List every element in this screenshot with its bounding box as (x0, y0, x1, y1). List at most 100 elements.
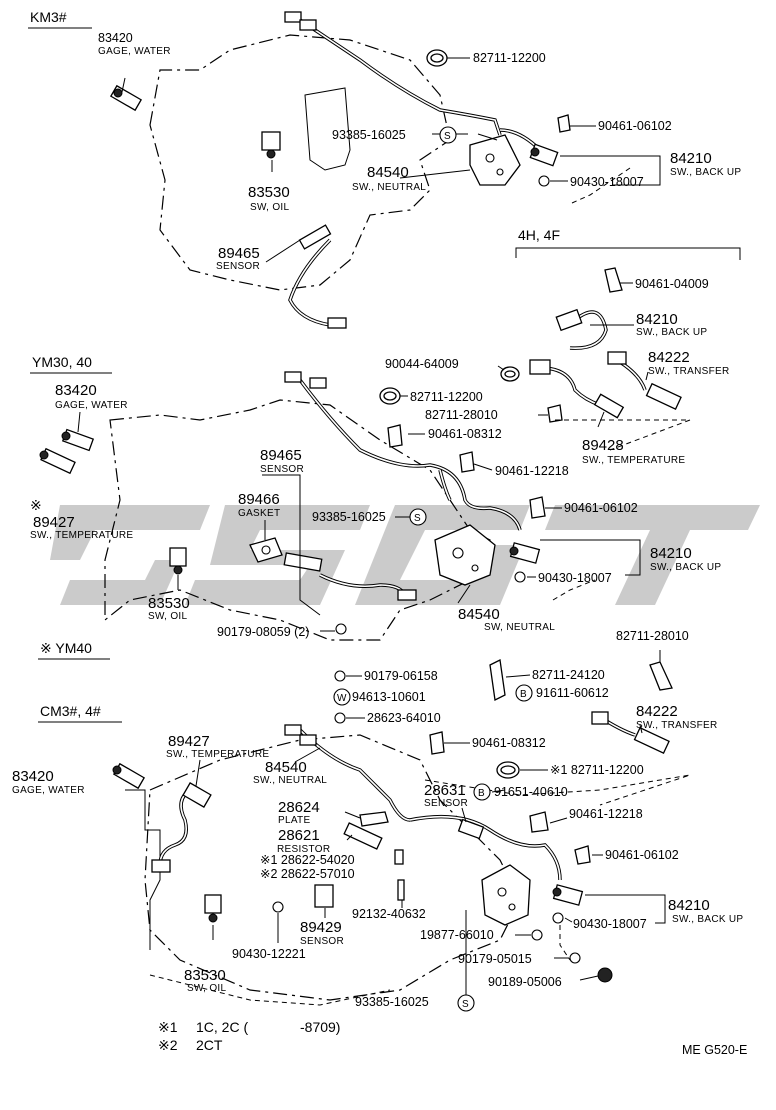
svg-text:SW, NEUTRAL: SW, NEUTRAL (484, 622, 555, 633)
svg-text:SW., TEMPERATURE: SW., TEMPERATURE (582, 455, 685, 466)
label-90430-18007-ym: 90430-18007 (538, 571, 612, 585)
label-89427-cm: 89427 (168, 733, 210, 750)
section-title-4h-4f: 4H, 4F (518, 227, 560, 243)
transfer-switch-84222-cm (633, 726, 670, 754)
section-title-km3: KM3# (30, 9, 67, 25)
label-84540-ym: 84540 (458, 606, 500, 623)
label-84540-km3: 84540 (367, 164, 409, 181)
label-90430-18007-cm: 90430-18007 (573, 917, 647, 931)
section-title-ym40: ※ YM40 (40, 640, 92, 656)
clamp-82711-km3 (426, 49, 448, 67)
transfer-switch-84222-4f (645, 382, 682, 410)
label-91651-40610: 91651-40610 (494, 785, 568, 799)
label-82711-28010-cm: 82711-28010 (616, 629, 689, 643)
label-28623-64010: 28623-64010 (367, 711, 441, 725)
oil-switch-83530-km3 (261, 131, 281, 159)
oil-switch-83530-ym (169, 547, 187, 575)
label-82711-12200-ym: 82711-12200 (410, 390, 483, 404)
connector-89428 (529, 359, 551, 375)
label-90461-12218-cm: 90461-12218 (569, 807, 643, 821)
label-83530-cm: 83530 (184, 967, 226, 984)
badge-s-ym (409, 508, 427, 526)
gasket-90430-km3 (538, 175, 550, 187)
label-83420-ym: 83420 (55, 382, 97, 399)
backup-switch-84210-cm (552, 884, 584, 906)
backup-switch-84210-km3 (529, 143, 559, 167)
label-93385-16025-ym: 93385-16025 (312, 510, 386, 524)
connector-cm-b (299, 734, 317, 746)
svg-text:S: S (462, 999, 469, 1010)
gasket-89466-ym (249, 537, 283, 563)
badge-s-km3 (439, 126, 457, 144)
engine-outline-km3 (149, 34, 451, 291)
figure-code: ME G520-E (682, 1043, 747, 1057)
sensor-28631 (457, 818, 485, 840)
label-84222-cm: 84222 (636, 703, 678, 720)
label-89429: 89429 (300, 919, 342, 936)
clip-90461-04009 (604, 267, 623, 293)
svg-text:SW, OIL: SW, OIL (250, 202, 289, 213)
water-gage-83420-ym (61, 428, 95, 452)
connector-ym-b (309, 377, 327, 389)
label-89465-ym: 89465 (260, 447, 302, 464)
label-83420-cm: 83420 (12, 768, 54, 785)
label-89428: 89428 (582, 437, 624, 454)
section-cm3-4: CM3#, 4# (12, 629, 743, 1012)
svg-text:SW., BACK UP: SW., BACK UP (672, 914, 743, 925)
svg-text:GAGE, WATER: GAGE, WATER (12, 785, 85, 796)
cap-90189-05006 (597, 967, 613, 983)
washer-28623-64010 (334, 712, 346, 724)
label-28624: 28624 (278, 799, 320, 816)
clip-19877-66010 (531, 929, 543, 941)
watermark-logo (50, 505, 760, 605)
connector-84222-cm (591, 711, 609, 725)
svg-text:SW., TEMPERATURE: SW., TEMPERATURE (166, 749, 269, 760)
label-93385-16025-cm: 93385-16025 (355, 995, 429, 1009)
clip-90461-06102-ym (529, 496, 546, 519)
svg-text:SW., BACK UP: SW., BACK UP (636, 327, 707, 338)
label-19877-66010: 19877-66010 (420, 928, 494, 942)
sensor-89465-ym (283, 552, 417, 601)
label-89427-ym: 89427 (33, 514, 75, 531)
label-82711-24120: 82711-24120 (532, 668, 605, 682)
svg-text:W: W (337, 693, 347, 704)
connector-4f (607, 351, 627, 365)
svg-text:GAGE, WATER: GAGE, WATER (98, 46, 171, 57)
label-91611-60612: 91611-60612 (536, 686, 609, 700)
sensor-89465-km3 (298, 224, 347, 329)
svg-text:SENSOR: SENSOR (260, 464, 304, 475)
svg-text:SW., BACK UP: SW., BACK UP (670, 167, 741, 178)
svg-text:SW., NEUTRAL: SW., NEUTRAL (352, 182, 426, 193)
clamp-82711-12200-cm (496, 761, 520, 779)
svg-text:GAGE, WATER: GAGE, WATER (55, 400, 128, 411)
engine-block-km3 (304, 87, 351, 171)
badge-b-91651 (473, 783, 491, 801)
plate-28624 (359, 811, 389, 827)
label-92132-40632: 92132-40632 (352, 907, 426, 921)
nut-90179-05015 (569, 952, 581, 964)
label-90461-06102-km3: 90461-06102 (598, 119, 672, 133)
label-90179-05015: 90179-05015 (458, 952, 532, 966)
neutral-switch-84540-ym (434, 524, 496, 586)
svg-text:PLATE: PLATE (278, 815, 310, 826)
svg-text:SENSOR: SENSOR (216, 261, 260, 272)
sensor-89429 (314, 884, 334, 908)
ym40-marker: ※ (30, 497, 42, 513)
svg-text:SENSOR: SENSOR (300, 936, 344, 947)
svg-text:S: S (444, 131, 451, 142)
water-gage-83420-cm (112, 762, 146, 790)
label-89466: 89466 (238, 491, 280, 508)
svg-text:GASKET: GASKET (238, 508, 280, 519)
bolt-92132-40632 (397, 879, 405, 901)
label-90461-08312-cm: 90461-08312 (472, 736, 546, 750)
footnote-1-mark: ※1 (158, 1019, 178, 1035)
clip-90461-06102-cm (574, 845, 591, 865)
section-title-cm3-4: CM3#, 4# (40, 703, 101, 719)
label-90461-08312-ym: 90461-08312 (428, 427, 502, 441)
label-84210-km3: 84210 (670, 150, 712, 167)
svg-text:SW, OIL: SW, OIL (187, 983, 226, 994)
footnote-1-text: 1C, 2C ( (196, 1019, 248, 1035)
footnote-1-end: -8709) (300, 1019, 340, 1035)
gasket-90430-ym (514, 571, 526, 583)
svg-text:SW., NEUTRAL: SW., NEUTRAL (253, 775, 327, 786)
